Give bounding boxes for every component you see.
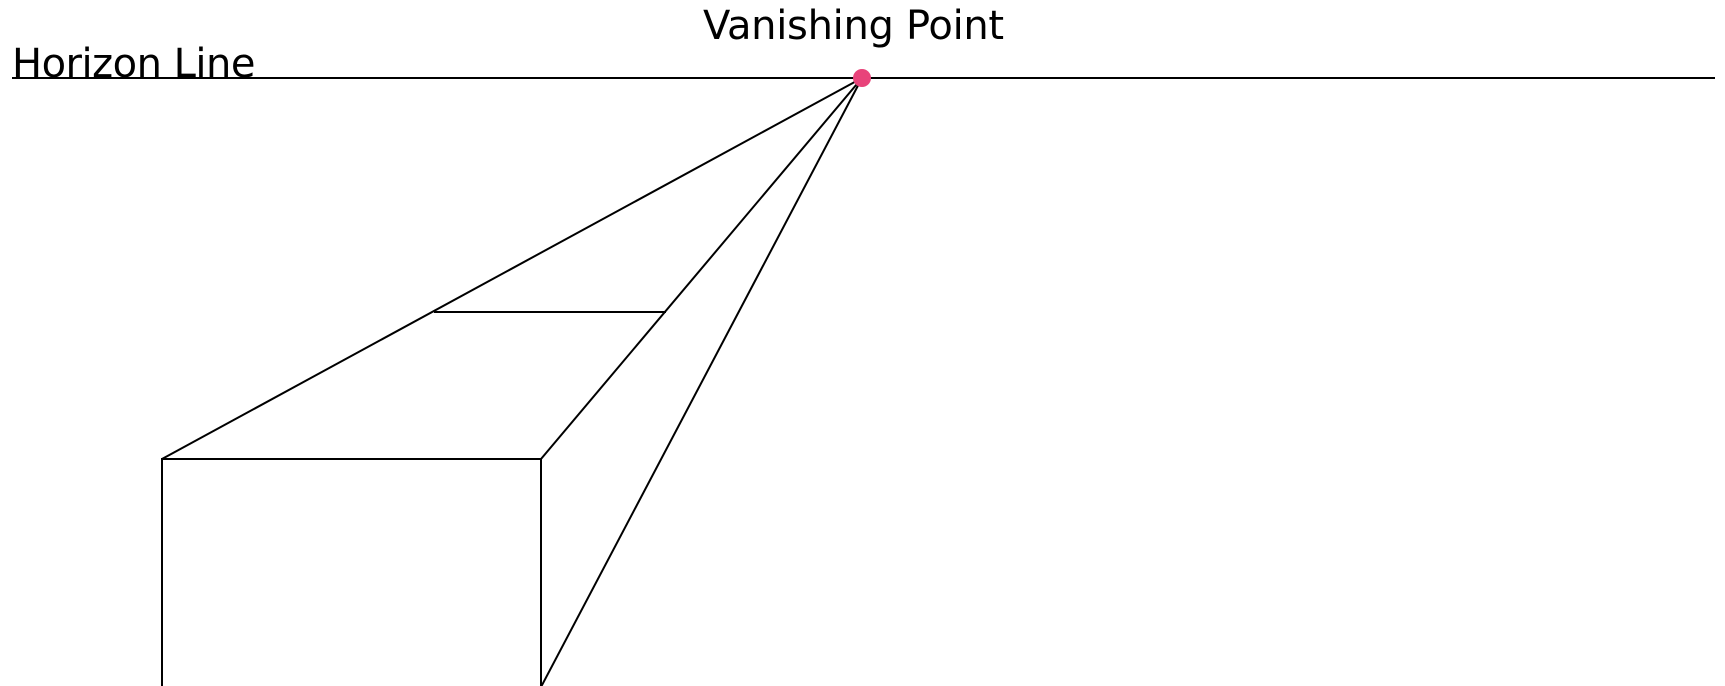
receding-line-bottom-right — [540, 77, 863, 686]
receding-line-top-left — [161, 77, 863, 460]
horizon-line-label: Horizon Line — [12, 41, 256, 87]
vanishing-point-label: Vanishing Point — [703, 3, 1004, 49]
receding-line-top-right — [540, 77, 863, 460]
box-front-face — [161, 458, 542, 686]
vanishing-point-dot — [853, 69, 871, 87]
